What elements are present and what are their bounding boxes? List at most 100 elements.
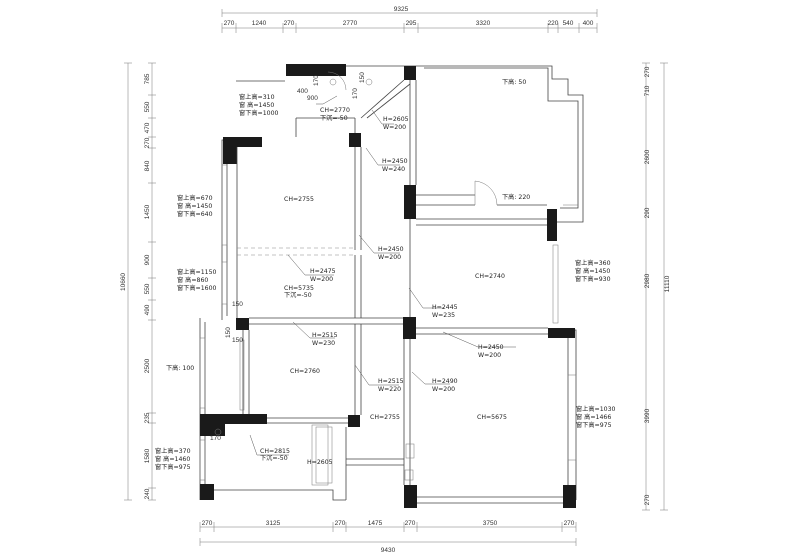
right-dim-2: 710 (644, 85, 651, 96)
bottom-dim-1: 270 (202, 520, 213, 527)
opening-height-7: H=2450 (478, 344, 504, 351)
opening-height-1: H=2605 (383, 116, 409, 123)
opening-width-3: W=200 (378, 254, 401, 261)
left-dim-9: 490 (144, 304, 151, 315)
window-note-2c: 窗下高=640 (177, 210, 213, 218)
floor-height-note-2: 下高: 220 (502, 193, 530, 201)
floor-drop-note-entry: 下沉=-50 (320, 114, 348, 122)
window-note-5a: 窗上高=1030 (576, 405, 616, 413)
dim-150-a: 150 (359, 72, 366, 83)
opening-width-1: W=200 (383, 124, 406, 131)
dim-150-b: 150 (232, 301, 243, 308)
window-note-6c: 窗下高=975 (155, 463, 191, 471)
floor-height-note-3: 下高: 100 (166, 364, 194, 372)
ceiling-note-bathroom: CH=2815 (260, 448, 290, 455)
dim-170-a: 170 (313, 75, 320, 86)
left-dim-5: 840 (144, 160, 151, 171)
right-dim-1: 270 (644, 66, 651, 77)
window-note-6a: 窗上高=370 (155, 447, 191, 455)
dim-150-c: 150 (225, 327, 232, 338)
top-dim-8: 540 (563, 20, 574, 27)
right-dim-6: 3990 (644, 408, 651, 423)
window-note-3c: 窗下高=1600 (177, 284, 217, 292)
dim-900: 900 (307, 95, 318, 102)
ceiling-note-study: CH=5735 (284, 285, 314, 292)
opening-height-10: H=2605 (307, 459, 333, 466)
window-note-4a: 窗上高=360 (575, 259, 611, 267)
left-dim-6: 1450 (144, 204, 151, 219)
bottom-total-dimension: 9430 (381, 547, 396, 554)
top-total-dimension: 9325 (394, 6, 409, 13)
opening-height-6: H=2515 (312, 332, 338, 339)
opening-height-4: H=2475 (310, 268, 336, 275)
opening-height-2: H=2450 (382, 158, 408, 165)
window-note-1a: 窗上高=310 (239, 93, 275, 101)
left-segment-dimensions: 785 550 470 270 840 1450 900 550 490 250… (144, 73, 151, 499)
opening-height-5: H=2445 (432, 304, 458, 311)
doors (327, 71, 498, 206)
ceiling-note-hall: CH=2755 (370, 414, 400, 421)
window-note-4b: 窗 高=1450 (575, 267, 610, 275)
left-dim-12: 1580 (144, 448, 151, 463)
bottom-dimension-lines (199, 522, 577, 546)
bottom-dim-5: 270 (405, 520, 416, 527)
ceiling-note-living: CH=5675 (477, 414, 507, 421)
window-note-3b: 窗 高=860 (177, 276, 208, 284)
bottom-dim-2: 3125 (266, 520, 281, 527)
bottom-dim-7: 270 (564, 520, 575, 527)
right-dim-5: 2980 (644, 273, 651, 288)
annotation-leaders (249, 95, 516, 456)
right-dim-7: 270 (644, 494, 651, 505)
left-dim-2: 550 (144, 101, 151, 112)
bottom-dim-3: 270 (335, 520, 346, 527)
top-dim-6: 3320 (476, 20, 491, 27)
left-dim-7: 900 (144, 254, 151, 265)
opening-width-5: W=235 (432, 312, 455, 319)
window-note-2a: 窗上高=670 (177, 194, 213, 202)
window-note-5c: 窗下高=975 (576, 421, 612, 429)
window-note-1c: 窗下高=1000 (239, 109, 279, 117)
left-dim-4: 270 (144, 137, 151, 148)
left-dim-10: 2500 (144, 358, 151, 373)
left-dim-13: 240 (144, 488, 151, 499)
right-segment-dimensions: 270 710 2600 290 2980 3990 270 (644, 66, 651, 505)
top-dim-5: 295 (406, 20, 417, 27)
window-note-5b: 窗 高=1466 (576, 413, 611, 421)
right-total-dimension: 11110 (664, 275, 671, 292)
top-dim-4: 2770 (343, 20, 358, 27)
left-dim-11: 235 (144, 412, 151, 423)
right-dim-4: 290 (644, 207, 651, 218)
top-dim-3: 270 (284, 20, 295, 27)
opening-width-8: W=220 (378, 386, 401, 393)
window-note-1b: 窗 高=1450 (239, 101, 274, 109)
dim-170-c: 170 (210, 435, 221, 442)
opening-width-2: W=240 (382, 166, 405, 173)
left-dim-3: 470 (144, 122, 151, 133)
opening-width-4: W=200 (310, 276, 333, 283)
right-dim-3: 2600 (644, 149, 651, 164)
floor-drop-note-study: 下沉=-50 (284, 291, 312, 299)
top-dim-9: 400 (583, 20, 594, 27)
opening-width-7: W=200 (478, 352, 501, 359)
right-dimension-lines (642, 62, 668, 511)
left-dim-8: 550 (144, 283, 151, 294)
window-note-6b: 窗 高=1460 (155, 455, 190, 463)
window-note-3a: 窗上高=1150 (177, 268, 217, 276)
opening-height-8: H=2515 (378, 378, 404, 385)
floor-height-note-1: 下高: 50 (502, 78, 526, 86)
dim-400: 400 (297, 88, 308, 95)
top-dim-1: 270 (224, 20, 235, 27)
bottom-dim-6: 3750 (483, 520, 498, 527)
bottom-dim-4: 1475 (368, 520, 383, 527)
top-dimension-lines (221, 9, 598, 33)
opening-width-9: W=200 (432, 386, 455, 393)
exterior-outline (199, 65, 584, 504)
ceiling-note-bedroom-1: CH=2755 (284, 196, 314, 203)
top-dim-7: 220 (548, 20, 559, 27)
dim-170-b: 170 (352, 88, 359, 99)
top-segment-dimensions: 270 1240 270 2770 295 3320 220 540 400 (224, 20, 594, 27)
plan-annotations: 窗上高=310 窗 高=1450 窗下高=1000 400 900 170 17… (155, 72, 616, 471)
ceiling-note-bedroom-2: CH=2740 (475, 273, 505, 280)
left-dimension-lines (124, 62, 156, 501)
